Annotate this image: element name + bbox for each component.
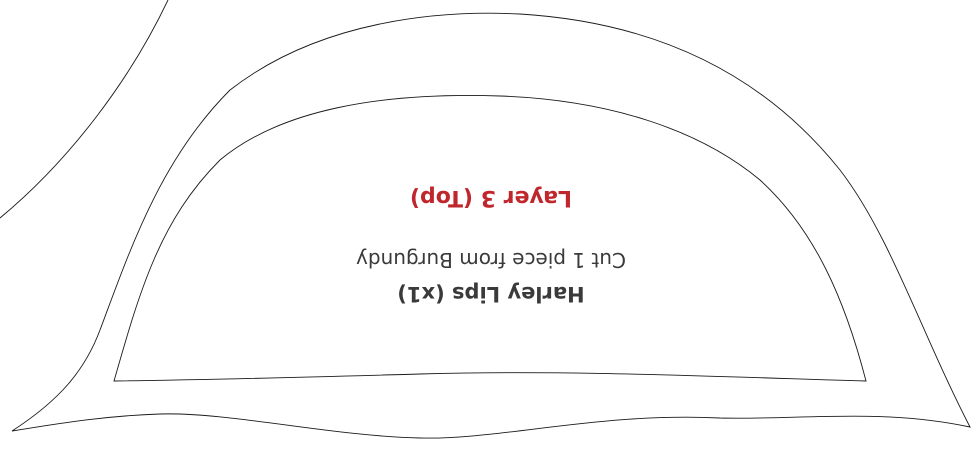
piece-name: Harley Lips (x1) <box>397 282 584 306</box>
cut-instruction: Cut 1 piece from Burgundy <box>356 248 626 272</box>
corner-cut-line <box>0 0 169 219</box>
outer-cut-outline <box>11 12 971 439</box>
inner-piece-outline <box>113 95 867 382</box>
layer-label: Layer 3 (Top) <box>410 185 572 210</box>
